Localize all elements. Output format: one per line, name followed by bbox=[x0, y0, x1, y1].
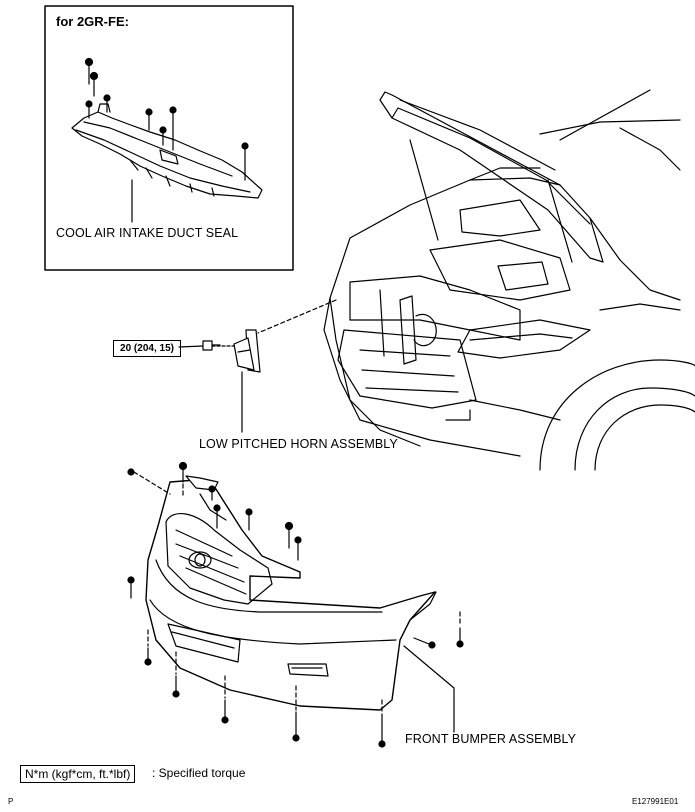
horn-dashed-leader bbox=[257, 299, 337, 334]
duct-seal-part bbox=[71, 103, 263, 199]
torque-box-leader bbox=[178, 345, 204, 348]
duct-seal-label: COOL AIR INTAKE DUCT SEAL bbox=[56, 226, 239, 240]
bumper-dashed-leaders bbox=[147, 483, 461, 713]
torque-spec-box: 20 (204, 15) bbox=[113, 340, 181, 357]
horn-label: LOW PITCHED HORN ASSEMBLY bbox=[199, 437, 398, 451]
corner-code-left: P bbox=[8, 797, 14, 806]
torque-legend-text: : Specified torque bbox=[152, 766, 246, 780]
horn-part bbox=[233, 329, 261, 373]
front-bumper-part bbox=[145, 475, 437, 711]
inset-title: for 2GR-FE: bbox=[56, 14, 129, 29]
inset-frame bbox=[44, 5, 294, 271]
figure-code: E127991E01 bbox=[632, 797, 679, 806]
car-body bbox=[323, 89, 695, 471]
horn-bolt-icon bbox=[202, 340, 221, 351]
inset-bolts bbox=[84, 57, 249, 181]
bumper-bolts bbox=[127, 461, 464, 748]
torque-legend-units: N*m (kgf*cm, ft.*lbf) bbox=[20, 765, 136, 783]
bumper-label: FRONT BUMPER ASSEMBLY bbox=[405, 732, 577, 746]
bumper-leader bbox=[403, 645, 455, 733]
